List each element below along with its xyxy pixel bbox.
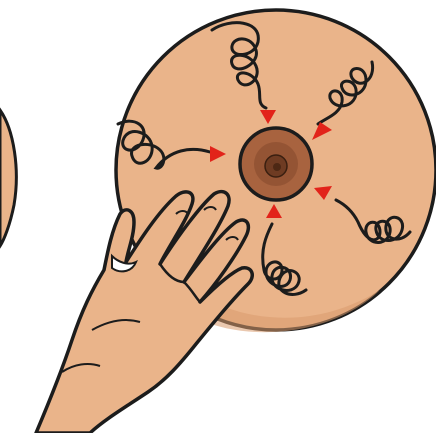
breast-left-edge [0, 110, 16, 246]
nipple-center [273, 163, 281, 171]
